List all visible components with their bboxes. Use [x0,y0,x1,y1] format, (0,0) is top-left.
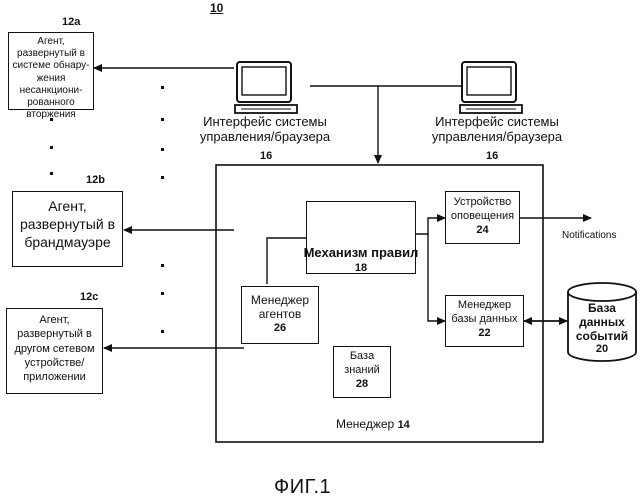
event-db-ref: 20 [570,343,634,356]
agent-manager-label: Менеджер агентов [244,293,316,322]
agent-manager-ref: 26 [244,322,316,335]
agent-firewall-ref: 12b [86,174,105,186]
figure-number: 10 [210,2,223,15]
figure-caption: ФИГ.1 [274,476,331,498]
rules-engine-label: Механизм правил [300,246,422,261]
knowledge-base-ref: 28 [336,378,388,392]
notifier-label: Устройство оповещения [448,196,517,224]
agent-ids-label: Агент, развернутый в системе обнару- жен… [13,36,90,120]
db-manager-label: Менеджер базы данных [448,299,521,327]
browser-interface-right-label: Интерфейс системы управления/браузера [412,115,582,144]
event-db-text: База данных событий [570,302,634,343]
db-manager-box: Менеджер базы данных 22 [445,295,524,347]
knowledge-base-label: База знаний [336,350,388,378]
agent-ellipsis-dots [50,118,53,175]
rules-engine-ref: 18 [300,262,422,274]
monitor-icon [235,62,297,113]
link-rules-agentmgr [267,238,306,284]
notifier-box: Устройство оповещения 24 [445,191,520,244]
link-rules-dbmgr [428,234,445,321]
browser-interface-right-ref: 16 [486,150,498,162]
db-manager-ref: 22 [448,327,521,341]
agent-firewall-label: Агент, развернутый в брандмауэре [20,198,115,250]
agent-device-label: Агент, развернутый в другом сетевом устр… [14,314,94,383]
agent-ids-ref: 12a [62,16,80,28]
manager-label: Менеджер 14 [336,418,410,431]
agent-ids-box: Агент, развернутый в системе обнару- жен… [8,32,94,110]
notifications-label: Notifications [562,230,616,241]
monitor-icon [460,62,522,113]
manager-label-text: Менеджер [336,417,394,431]
browser-interface-left-ref: 16 [260,150,272,162]
browser-interface-left-label: Интерфейс системы управления/браузера [180,115,350,144]
event-db-label: База данных событий 20 [570,302,634,356]
agent-device-ref: 12c [80,291,98,303]
knowledge-base-box: База знаний 28 [333,346,391,398]
notifier-ref: 24 [448,224,517,238]
agent-device-box: Агент, развернутый в другом сетевом устр… [6,308,103,394]
link-rules-notifier [416,218,445,234]
agent-bus-dots [161,86,164,333]
agent-manager-box: Менеджер агентов 26 [241,286,319,344]
manager-ref: 14 [398,419,410,431]
agent-firewall-box: Агент, развернутый в брандмауэре [12,191,123,267]
